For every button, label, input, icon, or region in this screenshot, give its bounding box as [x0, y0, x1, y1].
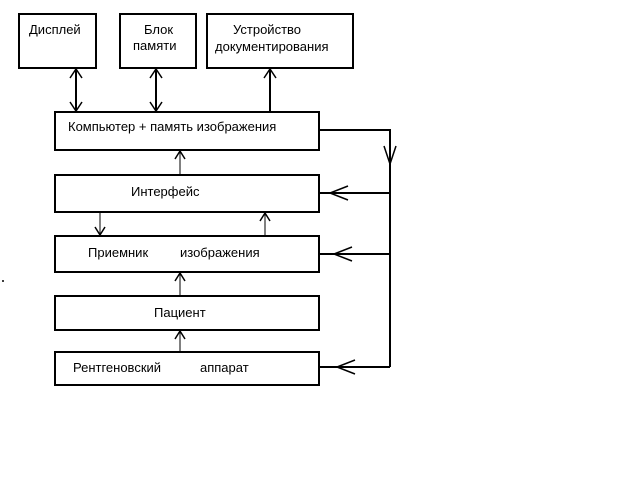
- display-label: Дисплей: [29, 22, 81, 37]
- xray-block: Рентгеновский аппарат: [54, 351, 320, 386]
- display-computer-arrow: [69, 67, 83, 113]
- receiver-label-part2: изображения: [180, 245, 260, 260]
- display-block: Дисплей: [18, 13, 97, 69]
- patient-receiver-arrow: [174, 271, 186, 295]
- interface-label: Интерфейс: [131, 184, 200, 199]
- memory-label-line2: памяти: [133, 38, 176, 53]
- computer-documentation-arrow: [263, 67, 277, 111]
- computer-block: Компьютер + память изображения: [54, 111, 320, 151]
- bus-receiver-arrow: [320, 246, 390, 262]
- patient-label: Пациент: [154, 305, 206, 320]
- control-bus: [320, 129, 397, 367]
- documentation-label-line2: документирования: [215, 39, 329, 54]
- memory-block: Блок памяти: [119, 13, 197, 69]
- interface-receiver-arrow: [94, 213, 106, 237]
- receiver-block: Приемник изображения: [54, 235, 320, 273]
- receiver-label-part1: Приемник: [88, 245, 148, 260]
- memory-computer-arrow: [149, 67, 163, 113]
- interface-block: Интерфейс: [54, 174, 320, 213]
- interface-computer-arrow: [174, 149, 186, 174]
- patient-block: Пациент: [54, 295, 320, 331]
- receiver-interface-arrow: [259, 211, 271, 235]
- xray-label-part1: Рентгеновский: [73, 360, 161, 375]
- xray-patient-arrow: [174, 329, 186, 351]
- documentation-block: Устройство документирования: [206, 13, 354, 69]
- documentation-label-line1: Устройство: [233, 22, 301, 37]
- bus-interface-arrow: [320, 185, 390, 201]
- bus-xray-arrow: [320, 359, 390, 375]
- computer-label: Компьютер + память изображения: [68, 119, 276, 134]
- stray-dot: [2, 280, 4, 282]
- xray-label-part2: аппарат: [200, 360, 249, 375]
- memory-label-line1: Блок: [144, 22, 173, 37]
